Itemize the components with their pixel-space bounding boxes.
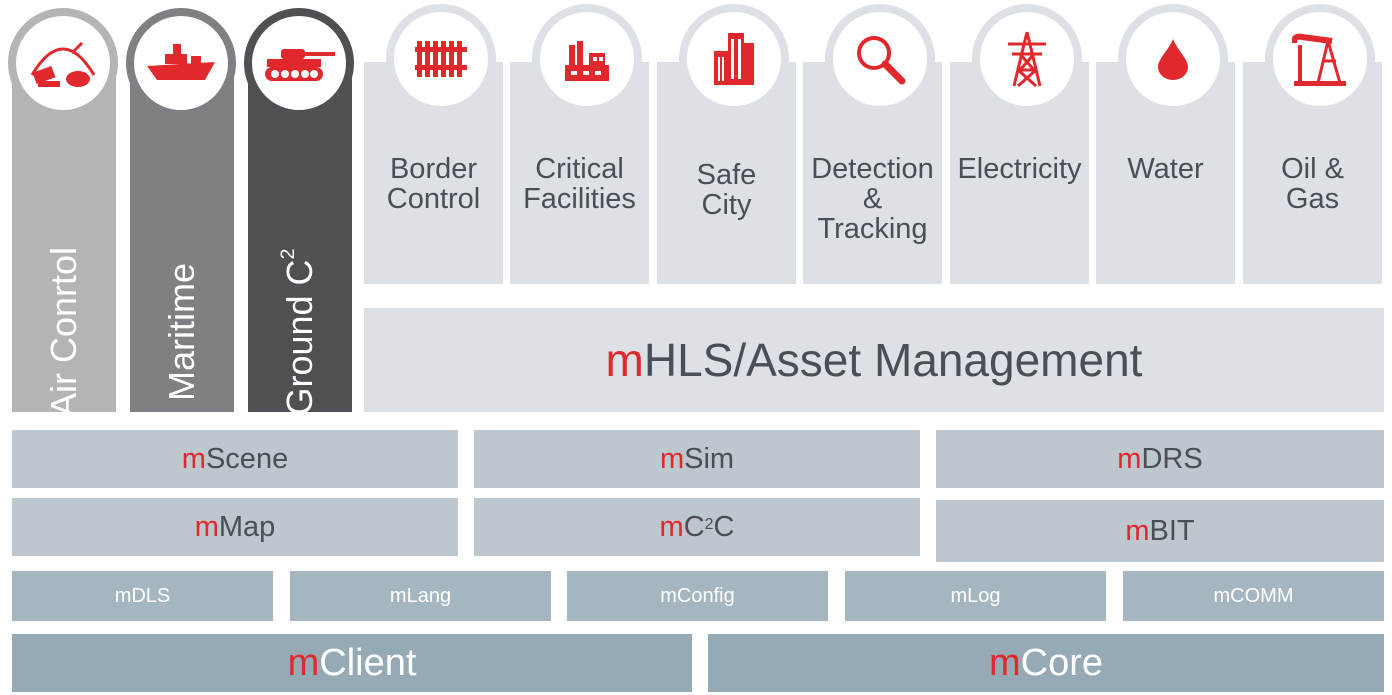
vertical-ground-c2: Ground C2 — [248, 62, 352, 416]
module-prefix: m — [181, 442, 206, 475]
core-prefix: m — [287, 641, 320, 684]
service-mlang: mLang — [290, 571, 551, 621]
module-name: Sim — [684, 442, 735, 475]
buildings-icon — [679, 4, 789, 114]
module-name: C — [683, 510, 705, 543]
module-sup: 2 — [704, 516, 714, 534]
vertical-air-control: Air Conrtol — [12, 62, 116, 417]
ground-label-text: Ground C — [279, 259, 320, 416]
module-prefix: m — [659, 442, 685, 475]
module-name: BIT — [1149, 514, 1195, 547]
air-defense-icon — [8, 8, 118, 118]
domain-label: Detection & Tracking — [811, 153, 934, 245]
module-name: Scene — [205, 442, 289, 475]
domain-label: Water — [1127, 153, 1204, 185]
domain-label: Critical Facilities — [523, 153, 636, 215]
vertical-maritime-label: Maritime — [161, 262, 202, 402]
water-drop-icon — [1118, 4, 1228, 114]
ground-label-sup: 2 — [277, 248, 300, 260]
hls-text: HLS/Asset Management — [643, 334, 1143, 386]
module-prefix: m — [194, 510, 219, 543]
service-mconfig: mConfig — [567, 571, 828, 621]
power-tower-icon — [972, 4, 1082, 114]
module-prefix: m — [659, 510, 684, 543]
vertical-ground-c2-label: Ground C2 — [277, 248, 321, 416]
service-mcomm: mCOMM — [1123, 571, 1384, 621]
domain-label: Electricity — [957, 153, 1082, 185]
core-prefix: m — [988, 641, 1021, 684]
module-prefix: m — [1117, 442, 1142, 475]
module-prefix: m — [1125, 514, 1150, 547]
fence-icon — [386, 4, 496, 114]
service-mdls: mDLS — [12, 571, 273, 621]
domain-label: Border Control — [386, 153, 481, 215]
service-mlog: mLog — [845, 571, 1106, 621]
tank-icon — [244, 8, 354, 118]
hls-prefix: m — [605, 334, 644, 386]
vertical-air-control-label: Air Conrtol — [43, 246, 84, 418]
module-name: Map — [218, 510, 276, 543]
vertical-maritime: Maritime — [130, 62, 234, 412]
module-name: DRS — [1141, 442, 1203, 475]
factory-icon — [532, 4, 642, 114]
core-name: Core — [1020, 641, 1104, 684]
warship-icon — [126, 8, 236, 118]
module-tail: C — [713, 510, 735, 543]
oil-pump-icon — [1265, 4, 1375, 114]
core-name: Client — [319, 641, 417, 684]
domain-label: Oil & Gas — [1281, 153, 1344, 215]
domain-label: Safe City — [696, 159, 757, 221]
domain-tile-critical-facilities: Critical Facilities — [510, 62, 649, 284]
magnifier-icon — [825, 4, 935, 114]
